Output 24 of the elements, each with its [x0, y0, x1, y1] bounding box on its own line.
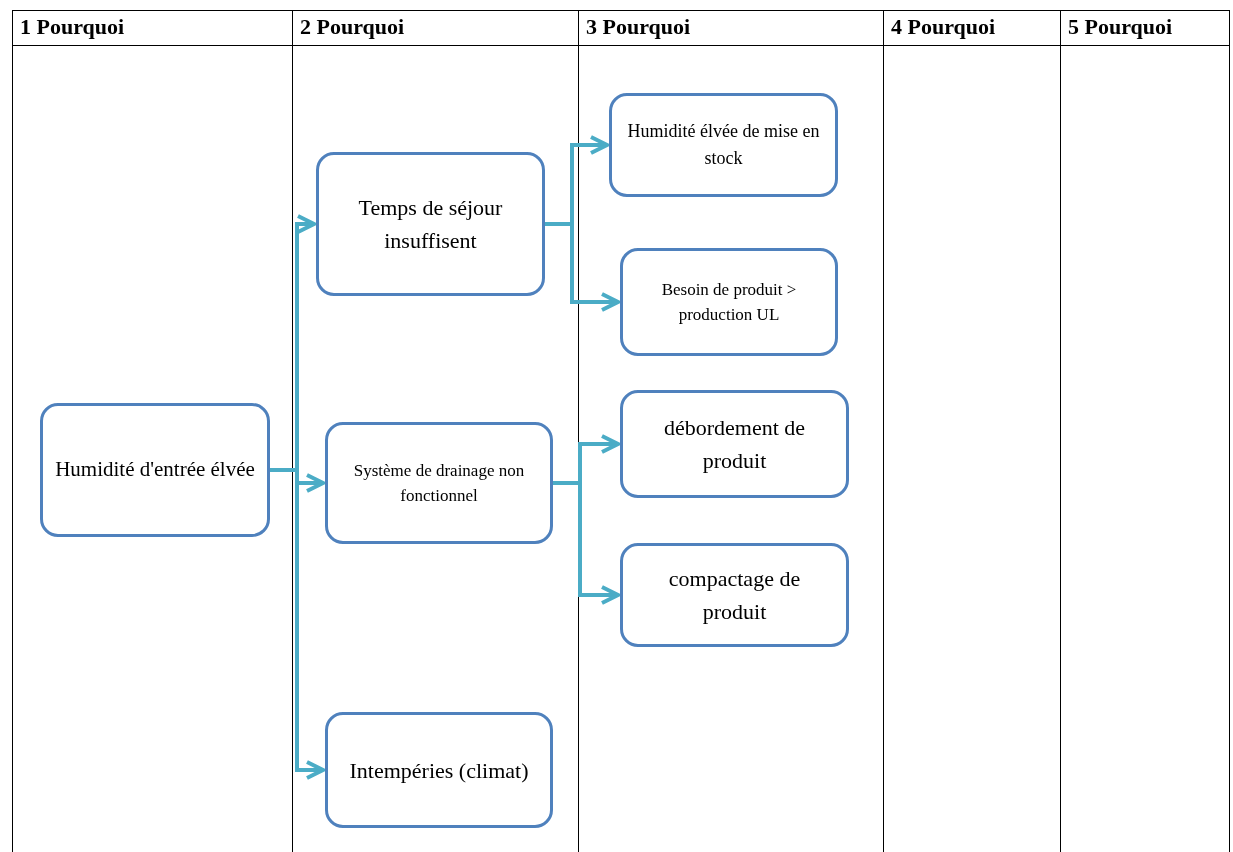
- process-box: [316, 152, 545, 296]
- column-header: 4 Pourquoi: [891, 13, 996, 41]
- box-text: Besoin de produit > production UL: [660, 278, 798, 326]
- arrow: [270, 468, 325, 780]
- process-box: [325, 712, 553, 828]
- box-text: compactage de produit: [667, 565, 802, 626]
- box-text: Humidité élvée de mise en stock: [626, 120, 821, 170]
- box-text: Système de drainage non fonctionnel: [352, 459, 526, 507]
- arrow: [553, 481, 620, 605]
- box-text: Temps de séjour insuffisent: [357, 194, 504, 255]
- box-text: débordement de produit: [662, 414, 807, 475]
- arrow: [545, 222, 620, 312]
- column-header: 2 Pourquoi: [300, 13, 405, 41]
- process-box: [609, 93, 838, 197]
- process-box: [620, 248, 838, 356]
- column-header: 5 Pourquoi: [1068, 13, 1173, 41]
- box-text: Intempéries (climat): [349, 756, 529, 785]
- box-text: Humidité d'entrée élvée: [55, 456, 255, 484]
- process-box: [40, 403, 270, 537]
- process-box: [620, 543, 849, 647]
- column-header: 3 Pourquoi: [586, 13, 691, 41]
- process-box: [325, 422, 553, 544]
- column-header: 1 Pourquoi: [20, 13, 125, 41]
- process-box: [620, 390, 849, 498]
